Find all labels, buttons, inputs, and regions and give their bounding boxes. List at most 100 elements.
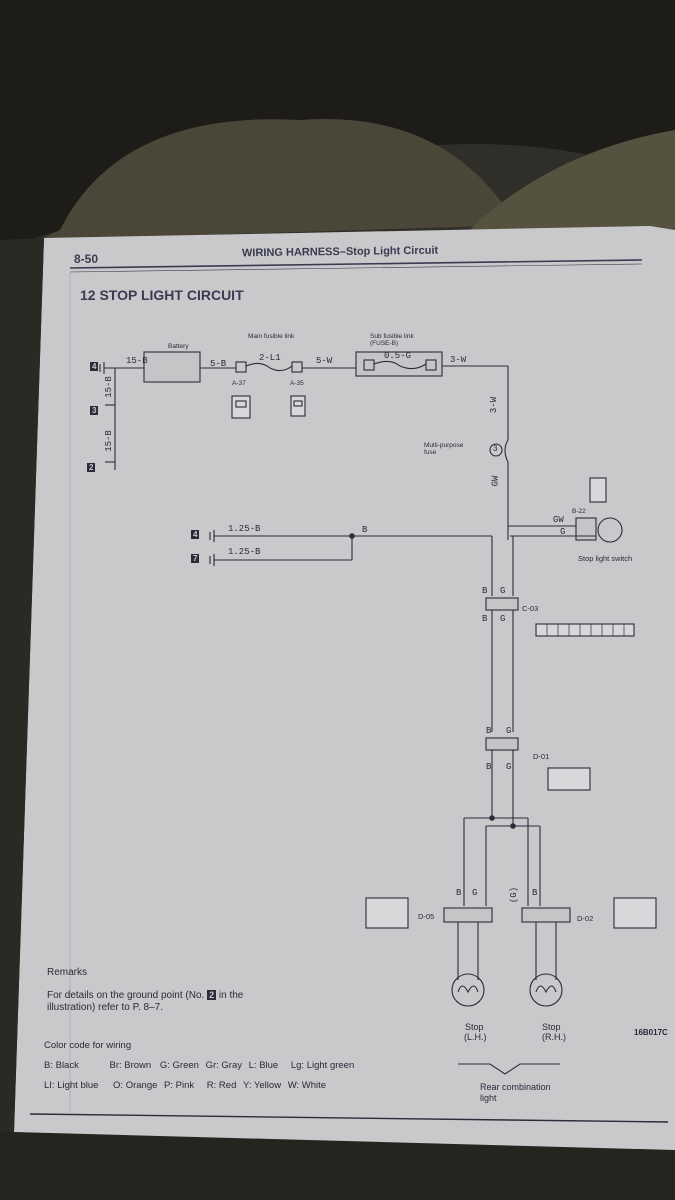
wire-5b: 5-B: [210, 359, 227, 369]
wire-05g: 0.5-G: [384, 351, 412, 361]
connector-c03: C-03: [522, 604, 539, 613]
connector-icon-d02: [613, 897, 657, 929]
stop-lamp-lh: [451, 973, 485, 1007]
wire-15b-vertical-2: 15-B: [103, 430, 114, 452]
wire-d01-b: B: [486, 726, 492, 736]
color-code-w: W: White: [287, 1080, 327, 1091]
bottom-rule: [29, 1113, 669, 1123]
connector-icon-c03: [535, 623, 635, 637]
wire-3w-vertical: 3-W: [489, 396, 500, 414]
color-code-g: G: Green: [159, 1060, 199, 1071]
main-fusible-link-label: Main fusible link: [248, 333, 295, 340]
ground-point-4b: 4: [191, 530, 200, 539]
wire-15b-vertical-1: 15-B: [103, 376, 114, 398]
connector-d01: D-01: [533, 752, 550, 761]
sub-fusible-link-label: Sub fusible link: [370, 333, 414, 340]
multipurpose-fuse-label: Multi-purpose: [424, 442, 464, 449]
wire-125b-2: 1.25-B: [228, 547, 261, 557]
remarks-line1-b: in the: [218, 990, 244, 1001]
figure-code: 16B017C: [634, 1028, 668, 1037]
remarks-line1: For details on the ground point (No. 2 i…: [47, 990, 243, 1001]
wire-d01-b2: B: [486, 762, 492, 772]
wire-rh-g: (G): [509, 886, 520, 904]
fusible-link-box-a35: [291, 361, 303, 373]
wire-d01-g2: G: [506, 762, 512, 772]
page-shadow: [0, 238, 44, 1132]
stop-rh-side-label: (R.H.): [542, 1032, 566, 1042]
page-number: 8-50: [74, 252, 99, 266]
wire-c03-b2: B: [482, 614, 488, 624]
wire-lh-g: G: [472, 888, 478, 898]
color-code-y: Y: Yellow: [243, 1080, 282, 1091]
stop-rh-label: Stop: [542, 1022, 561, 1032]
wire-c03-g: G: [500, 586, 506, 596]
ground-point-3: 3: [90, 406, 99, 415]
color-code-li: LI: Light blue: [44, 1080, 99, 1091]
color-code-o: O: Orange: [113, 1080, 158, 1091]
manual-page: [14, 226, 675, 1150]
remarks-ground-number: 2: [207, 990, 217, 1000]
connector-icon-d01: [547, 767, 591, 791]
wire-gw-switch: GW: [553, 515, 564, 525]
ground-point-2: 2: [87, 463, 96, 472]
stop-lh-label: Stop: [465, 1022, 484, 1032]
fabric-fold-right: [470, 130, 675, 245]
battery-symbol: [143, 351, 201, 383]
fusible-link-box-a37: [235, 361, 247, 373]
connector-d05-body: [443, 907, 493, 923]
fabric-fold-left: [40, 119, 520, 240]
color-code-row1: B: Black Br: Brown G: Green Gr: Gray L: …: [44, 1060, 354, 1071]
wire-3w-horizontal: 3-W: [450, 355, 467, 365]
connector-d02: D-02: [577, 914, 594, 923]
connector-d02-body: [521, 907, 571, 923]
color-code-row2: LI: Light blue O: Orange P: Pink R: Red …: [44, 1080, 326, 1091]
wire-g-switch: G: [560, 527, 566, 537]
connector-icon-d05: [365, 897, 409, 929]
sub-fusible-link-frame: [355, 351, 443, 377]
rear-combination-label: Rear combination: [480, 1082, 551, 1092]
wire-c03-b: B: [482, 586, 488, 596]
section-title: 12 STOP LIGHT CIRCUIT: [80, 287, 244, 303]
rear-combination-light-label: light: [480, 1093, 497, 1103]
sub-fusible-link-fuse-label: (FUSE-B): [370, 340, 399, 347]
wire-15b-top: 15-B: [126, 356, 148, 366]
wire-b-mid: B: [362, 525, 368, 535]
wire-c03-g2: G: [500, 614, 506, 624]
color-code-l: L: Blue: [248, 1060, 279, 1071]
connector-a37: A-37: [232, 380, 246, 387]
color-code-b: B: Black: [44, 1060, 79, 1071]
battery-label: Battery: [168, 343, 189, 350]
stop-light-switch-label: Stop light switch: [578, 554, 633, 563]
color-code-p: P: Pink: [164, 1080, 195, 1091]
color-code-gr: Gr: Gray: [205, 1060, 242, 1071]
ground-symbols: [99, 362, 215, 566]
stop-light-switch-symbol: [597, 517, 623, 543]
stop-lamp-rh: [529, 973, 563, 1007]
color-code-r: R: Red: [206, 1080, 237, 1091]
wire-2l1: 2-L1: [259, 353, 281, 363]
wire-d01-g: G: [506, 726, 512, 736]
remarks-line1-a: For details on the ground point (No.: [47, 990, 205, 1001]
connector-icon-b22: [589, 477, 607, 503]
ground-point-4a: 4: [90, 362, 99, 371]
connector-a35: A-35: [290, 380, 304, 387]
wire-125b-1: 1.25-B: [228, 524, 261, 534]
stop-light-switch-connector: [575, 517, 597, 541]
color-code-lg: Lg: Light green: [290, 1060, 355, 1071]
remarks-title: Remarks: [47, 967, 88, 978]
connector-d05: D-05: [418, 912, 435, 921]
multipurpose-fuse-label-2: fuse: [424, 449, 437, 456]
ground-point-7: 7: [191, 554, 200, 563]
color-code-title: Color code for wiring: [44, 1040, 132, 1051]
stop-lh-side-label: (L.H.): [464, 1032, 487, 1042]
wire-rh-b: B: [532, 888, 538, 898]
remarks-line2: illustration) refer to P. 8–7.: [47, 1002, 163, 1013]
connector-b22: B-22: [572, 508, 586, 515]
multipurpose-fuse-symbol: [489, 443, 503, 457]
fuse-number: 3: [493, 444, 498, 453]
wire-5w: 5-W: [316, 356, 333, 366]
